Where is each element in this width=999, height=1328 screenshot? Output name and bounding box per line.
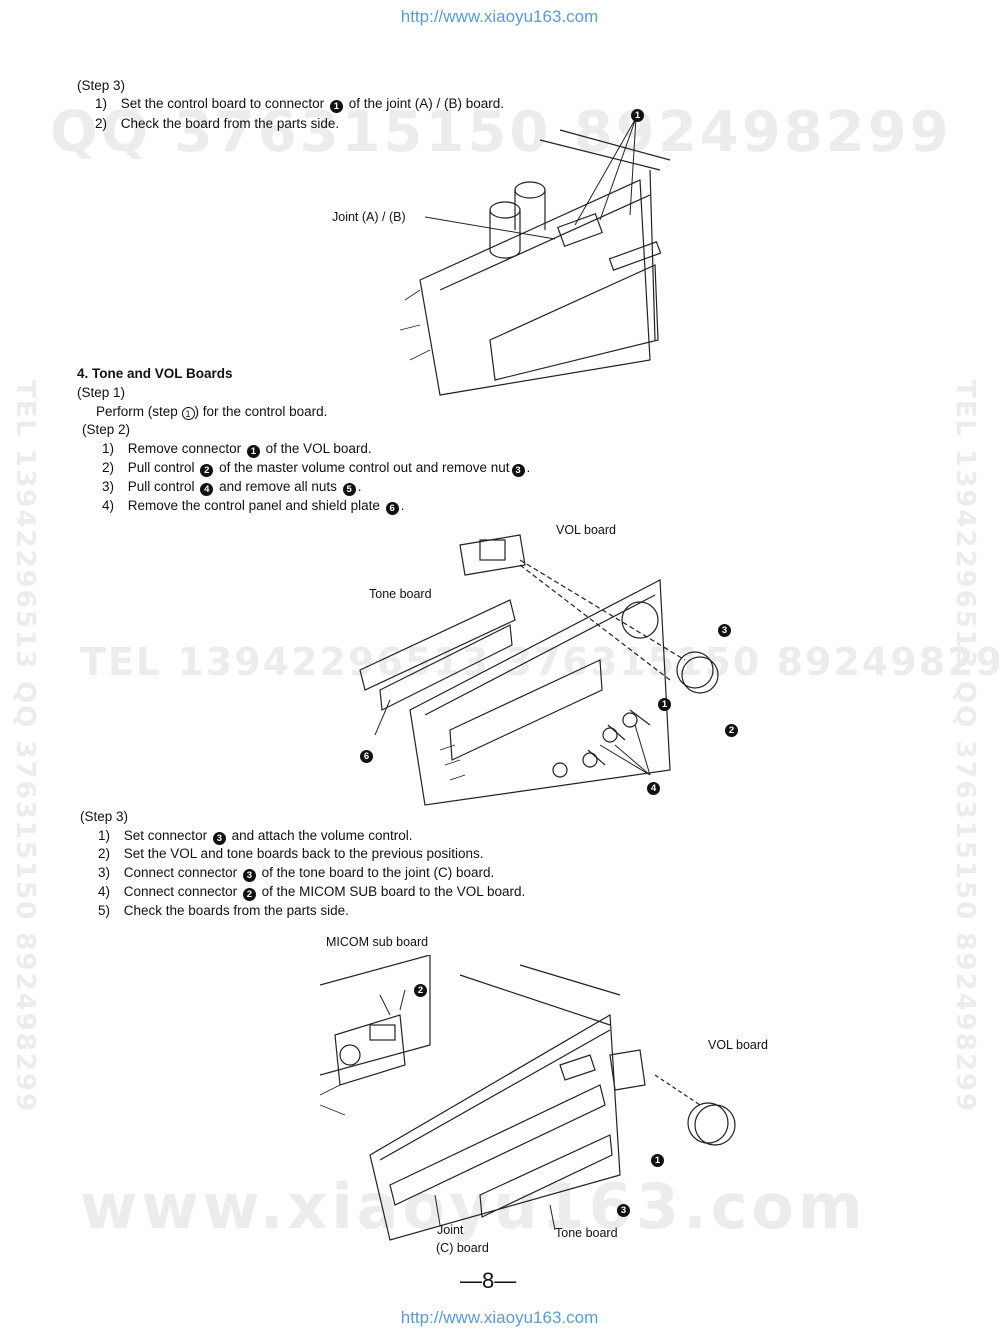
step2-item-4: 4) Remove the control panel and shield p… <box>102 498 405 515</box>
label-joint-c-board: (C) board <box>436 1241 489 1255</box>
item-number: 2) <box>95 116 108 131</box>
watermark-3: www.xiaoyu163.com <box>80 1170 867 1243</box>
watermark-side-right: TEL 13942296513 QQ 376315150 892498299 <box>950 380 980 1114</box>
watermark-1: QQ 376315150 892498299 <box>50 100 952 165</box>
step3-top-item-2: 2) Check the board from the parts side. <box>95 116 339 132</box>
step2-item-3: 3) Pull control 4 and remove all nuts 5. <box>102 479 362 496</box>
step3-top-heading: (Step 3) <box>77 78 126 93</box>
figure3-callout-2: 2 <box>412 981 429 997</box>
figure2-callout-3: 3 <box>716 621 733 637</box>
label-vol-board: VOL board <box>556 523 616 537</box>
step1-heading: (Step 1) <box>77 385 126 400</box>
figure-joint-ab <box>400 117 671 396</box>
callout-marker: 1 <box>329 100 343 113</box>
label-tone-board-2: Tone board <box>555 1226 618 1240</box>
header-url[interactable]: http://www.xiaoyu163.com <box>400 7 599 26</box>
figure-tone-vol-boards <box>359 534 719 806</box>
figure2-callout-4: 4 <box>645 779 662 795</box>
step2-heading: (Step 2) <box>82 422 131 437</box>
step3-item-2: 2) Set the VOL and tone boards back to t… <box>98 846 484 861</box>
step3-item-3: 3) Connect connector 3 of the tone board… <box>98 865 495 882</box>
label-joint: Joint <box>437 1223 464 1237</box>
label-tone-board: Tone board <box>369 587 432 601</box>
step3-heading: (Step 3) <box>80 809 129 824</box>
figure3-callout-1: 1 <box>649 1151 666 1167</box>
figure2-callout-1: 1 <box>656 695 673 711</box>
section4-title: 4. Tone and VOL Boards <box>77 366 233 381</box>
label-joint-ab: Joint (A) / (B) <box>332 210 406 224</box>
figure1-callout-1: 1 <box>629 106 646 122</box>
step1-text: Perform (step 1) for the control board. <box>96 404 328 420</box>
item-text: Check the board from the parts side. <box>120 116 340 131</box>
item-text-post: of the joint (A) / (B) board. <box>348 96 505 111</box>
figure3-callout-3: 3 <box>615 1201 632 1217</box>
item-text: Set the control board to connector <box>120 96 325 111</box>
item-number: 1) <box>95 96 108 111</box>
label-micom-sub-board: MICOM sub board <box>326 935 429 949</box>
step3-item-1: 1) Set connector 3 and attach the volume… <box>98 828 413 845</box>
label-vol-board-2: VOL board <box>708 1038 768 1052</box>
footer-url[interactable]: http://www.xiaoyu163.com <box>400 1308 599 1327</box>
step3-top-item-1: 1) Set the control board to connector 1 … <box>95 96 504 113</box>
page-number: —8— <box>460 1268 517 1293</box>
step3-item-4: 4) Connect connector 2 of the MICOM SUB … <box>98 884 526 901</box>
leader-joint-ab <box>425 216 556 240</box>
step3-item-5: 5) Check the boards from the parts side. <box>98 903 349 918</box>
figure-reassembly <box>320 955 736 1241</box>
watermark-side-left: TEL 13942296513 QQ 376315150 892498299 <box>10 380 40 1114</box>
figure2-callout-2: 2 <box>723 721 740 737</box>
watermark-2: TEL 13942296513 376315150 892498299 <box>80 640 999 684</box>
circled-1-icon: 1 <box>181 407 195 420</box>
step2-item-1: 1) Remove connector 1 of the VOL board. <box>102 441 372 458</box>
figure2-callout-6: 6 <box>358 747 375 763</box>
step2-item-2: 2) Pull control 2 of the master volume c… <box>102 460 531 477</box>
